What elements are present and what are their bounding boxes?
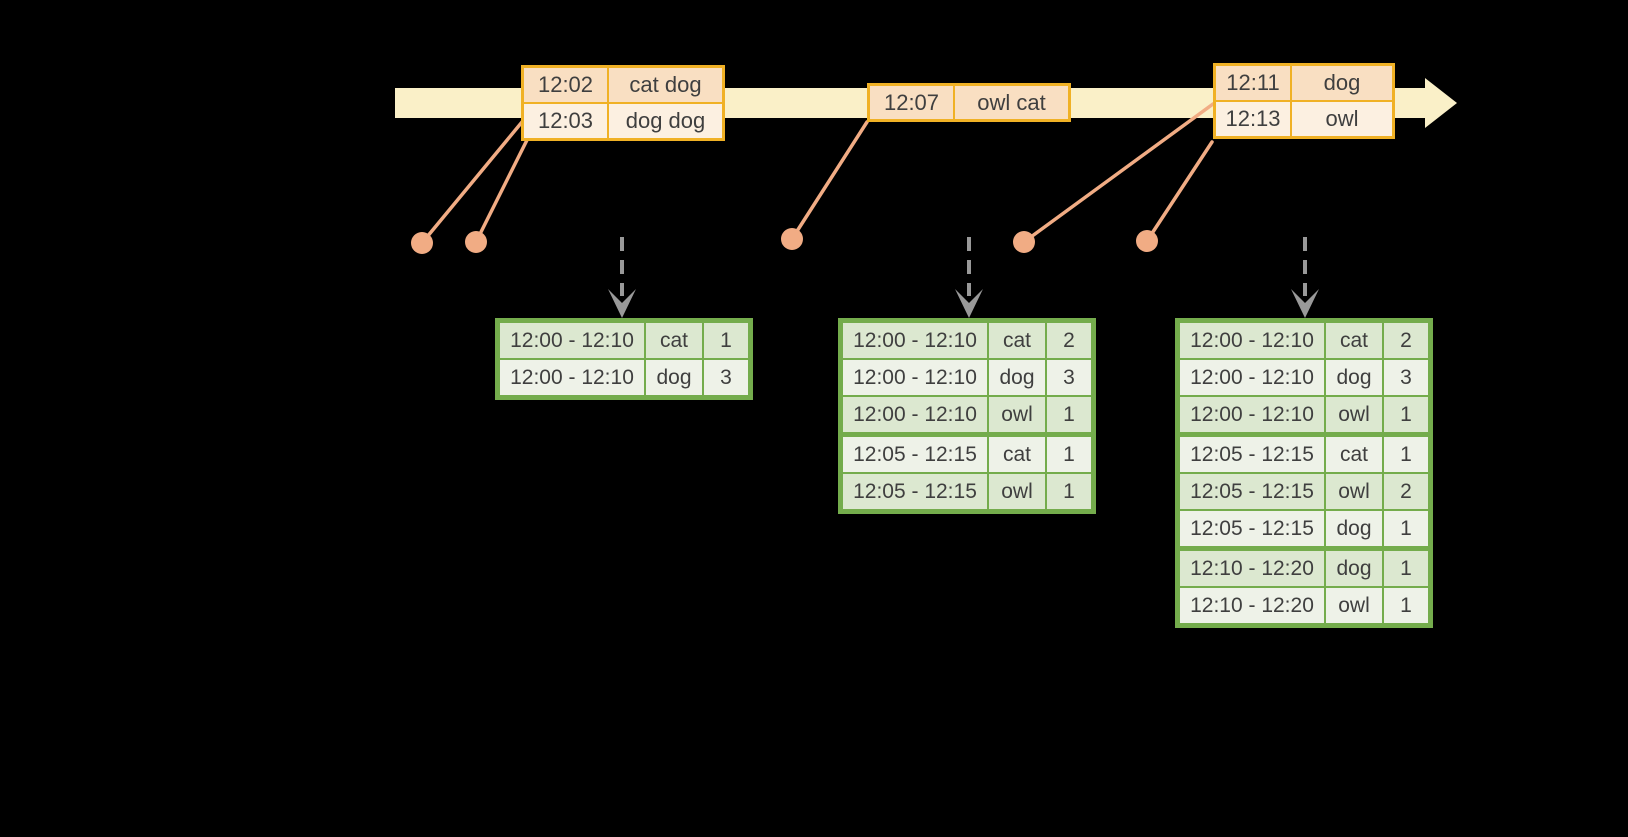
count-cell: 3 — [704, 360, 748, 395]
count-cell: 1 — [1384, 588, 1428, 623]
event-row: 12:02 cat dog — [524, 68, 722, 102]
result-row: 12:00 - 12:10 cat 1 — [500, 323, 748, 358]
word-cell: cat — [1326, 323, 1382, 358]
result-row: 12:00 - 12:10 dog 3 — [1180, 360, 1428, 395]
window-cell: 12:05 - 12:15 — [843, 474, 987, 509]
timeline-arrowhead-icon — [1425, 78, 1457, 128]
result-row: 12:05 - 12:15 dog 1 — [1180, 511, 1428, 546]
window-cell: 12:00 - 12:10 — [1180, 360, 1324, 395]
event-dot — [1136, 230, 1158, 252]
result-table-2: 12:00 - 12:10 cat 2 12:00 - 12:10 dog 3 … — [838, 318, 1096, 514]
count-cell: 1 — [1384, 511, 1428, 546]
count-cell: 2 — [1384, 474, 1428, 509]
result-row: 12:00 - 12:10 owl 1 — [843, 397, 1091, 432]
event-time-cell: 12:13 — [1216, 102, 1290, 136]
count-cell: 1 — [1384, 397, 1428, 432]
count-cell: 1 — [1047, 474, 1091, 509]
event-dot — [781, 228, 803, 250]
window-cell: 12:10 - 12:20 — [1180, 551, 1324, 586]
count-cell: 1 — [1047, 397, 1091, 432]
word-cell: dog — [1326, 511, 1382, 546]
event-words-cell: cat dog — [609, 68, 722, 102]
result-row: 12:00 - 12:10 owl 1 — [1180, 397, 1428, 432]
window-cell: 12:00 - 12:10 — [1180, 323, 1324, 358]
event-connector-line — [1022, 102, 1215, 244]
result-row: 12:05 - 12:15 cat 1 — [843, 437, 1091, 472]
event-connector-line — [790, 120, 869, 241]
window-cell: 12:00 - 12:10 — [843, 360, 987, 395]
window-cell: 12:05 - 12:15 — [1180, 474, 1324, 509]
event-time-cell: 12:02 — [524, 68, 607, 102]
event-dot — [411, 232, 433, 254]
event-words-cell: dog — [1292, 66, 1392, 100]
word-cell: owl — [1326, 474, 1382, 509]
count-cell: 1 — [1047, 437, 1091, 472]
word-cell: cat — [646, 323, 702, 358]
word-cell: cat — [1326, 437, 1382, 472]
count-cell: 1 — [704, 323, 748, 358]
result-row: 12:10 - 12:20 dog 1 — [1180, 551, 1428, 586]
word-cell: cat — [989, 437, 1045, 472]
event-dot — [1013, 231, 1035, 253]
word-cell: owl — [1326, 588, 1382, 623]
word-cell: dog — [1326, 551, 1382, 586]
trigger-arrowhead-icon — [955, 289, 983, 318]
event-table-2: 12:07 owl cat — [867, 83, 1071, 122]
word-cell: owl — [989, 474, 1045, 509]
event-row: 12:13 owl — [1216, 102, 1392, 136]
trigger-arrowhead-icon — [608, 289, 636, 318]
word-cell: owl — [989, 397, 1045, 432]
event-row: 12:03 dog dog — [524, 104, 722, 138]
result-row: 12:00 - 12:10 cat 2 — [1180, 323, 1428, 358]
event-time-cell: 12:03 — [524, 104, 607, 138]
window-cell: 12:00 - 12:10 — [1180, 397, 1324, 432]
result-row: 12:00 - 12:10 dog 3 — [500, 360, 748, 395]
result-table-1: 12:00 - 12:10 cat 1 12:00 - 12:10 dog 3 — [495, 318, 753, 400]
window-cell: 12:00 - 12:10 — [843, 397, 987, 432]
event-words-cell: owl cat — [955, 86, 1068, 119]
result-row: 12:05 - 12:15 owl 2 — [1180, 474, 1428, 509]
result-table-3: 12:00 - 12:10 cat 2 12:00 - 12:10 dog 3 … — [1175, 318, 1433, 628]
window-cell: 12:00 - 12:10 — [500, 360, 644, 395]
count-cell: 2 — [1384, 323, 1428, 358]
result-row: 12:10 - 12:20 owl 1 — [1180, 588, 1428, 623]
word-cell: dog — [1326, 360, 1382, 395]
window-cell: 12:10 - 12:20 — [1180, 588, 1324, 623]
result-row: 12:00 - 12:10 dog 3 — [843, 360, 1091, 395]
result-row: 12:05 - 12:15 owl 1 — [843, 474, 1091, 509]
window-cell: 12:00 - 12:10 — [843, 323, 987, 358]
word-cell: cat — [989, 323, 1045, 358]
trigger-arrowhead-icon — [1291, 289, 1319, 318]
window-cell: 12:05 - 12:15 — [1180, 437, 1324, 472]
word-cell: owl — [1326, 397, 1382, 432]
result-row: 12:00 - 12:10 cat 2 — [843, 323, 1091, 358]
event-time-cell: 12:11 — [1216, 66, 1290, 100]
count-cell: 3 — [1384, 360, 1428, 395]
event-time-cell: 12:07 — [870, 86, 953, 119]
count-cell: 1 — [1384, 437, 1428, 472]
event-connector-line — [474, 138, 529, 244]
event-connector-line — [420, 120, 524, 245]
window-cell: 12:00 - 12:10 — [500, 323, 644, 358]
event-row: 12:07 owl cat — [870, 86, 1068, 119]
event-table-1: 12:02 cat dog 12:03 dog dog — [521, 65, 725, 141]
count-cell: 1 — [1384, 551, 1428, 586]
word-cell: dog — [989, 360, 1045, 395]
event-words-cell: dog dog — [609, 104, 722, 138]
event-connector-line — [1145, 140, 1214, 243]
event-row: 12:11 dog — [1216, 66, 1392, 100]
window-cell: 12:05 - 12:15 — [843, 437, 987, 472]
window-cell: 12:05 - 12:15 — [1180, 511, 1324, 546]
event-dot — [465, 231, 487, 253]
result-row: 12:05 - 12:15 cat 1 — [1180, 437, 1428, 472]
event-words-cell: owl — [1292, 102, 1392, 136]
event-table-3: 12:11 dog 12:13 owl — [1213, 63, 1395, 139]
count-cell: 3 — [1047, 360, 1091, 395]
word-cell: dog — [646, 360, 702, 395]
count-cell: 2 — [1047, 323, 1091, 358]
